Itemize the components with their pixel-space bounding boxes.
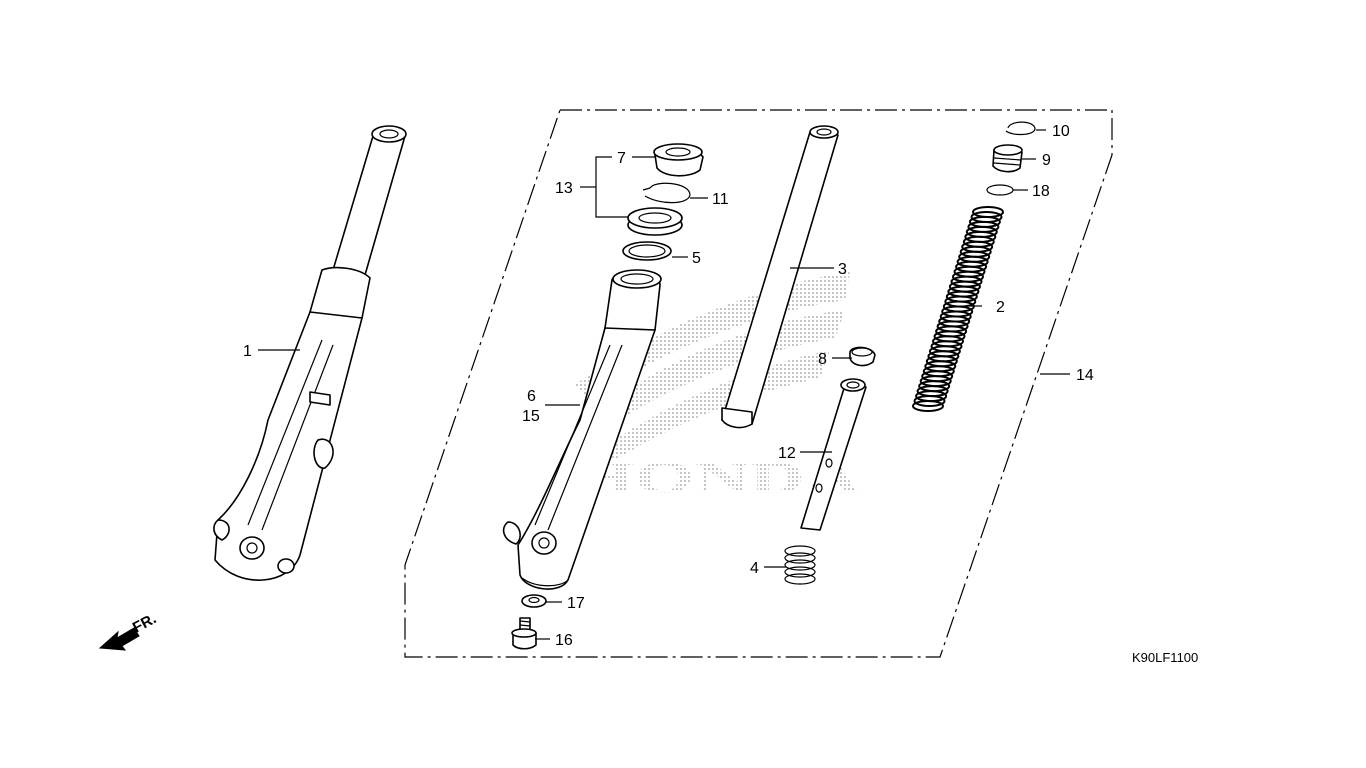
callout-13: 13 (555, 180, 573, 197)
part-2-fork-spring (912, 206, 1004, 412)
callout-15: 15 (522, 408, 540, 425)
part-6-bottom-case (502, 269, 662, 590)
part-12-damper-rod (800, 378, 867, 531)
part-16-bolt (511, 617, 537, 650)
callout-7: 7 (617, 150, 626, 167)
part-18-o-ring (986, 184, 1014, 196)
leader-lines (258, 129, 1070, 640)
callout-10: 10 (1052, 123, 1070, 140)
drawing-code: K90LF1100 (1132, 650, 1198, 665)
callout-12: 12 (778, 445, 796, 462)
part-17-washer (521, 594, 547, 608)
part-8-piston-ring (849, 346, 876, 367)
callout-11: 11 (712, 191, 729, 208)
callout-4: 4 (750, 560, 759, 577)
callout-2: 2 (996, 299, 1005, 316)
front-arrow-icon (98, 627, 140, 651)
callout-16: 16 (555, 632, 573, 649)
callout-18: 18 (1032, 183, 1050, 200)
callout-8: 8 (818, 351, 827, 368)
part-13-oil-seal (627, 207, 683, 236)
part-3-fork-pipe (721, 125, 839, 429)
callout-6: 6 (527, 388, 536, 405)
part-1-fork-assembly (213, 125, 407, 581)
fork-spring-coil (913, 395, 946, 407)
callout-1: 1 (243, 343, 252, 360)
callout-17: 17 (567, 595, 585, 612)
front-direction-indicator: FR. (98, 610, 159, 651)
callout-5: 5 (692, 250, 701, 267)
callout-14: 14 (1076, 367, 1094, 384)
callout-3: 3 (838, 261, 847, 278)
part-9-spring-collar (992, 144, 1023, 173)
part-11-circlip (642, 182, 691, 204)
part-4-rebound-spring (784, 545, 816, 585)
kit-boundary-outline (404, 109, 1113, 658)
part-5-back-up-ring (622, 241, 672, 261)
callout-9: 9 (1042, 152, 1051, 169)
part-10-snap-ring (1005, 121, 1036, 136)
fork-spring-coil (912, 400, 944, 412)
part-7-dust-seal (653, 143, 704, 177)
callout-labels: 1 2 3 4 5 6 7 8 9 10 11 12 13 14 15 16 1… (243, 123, 1094, 649)
